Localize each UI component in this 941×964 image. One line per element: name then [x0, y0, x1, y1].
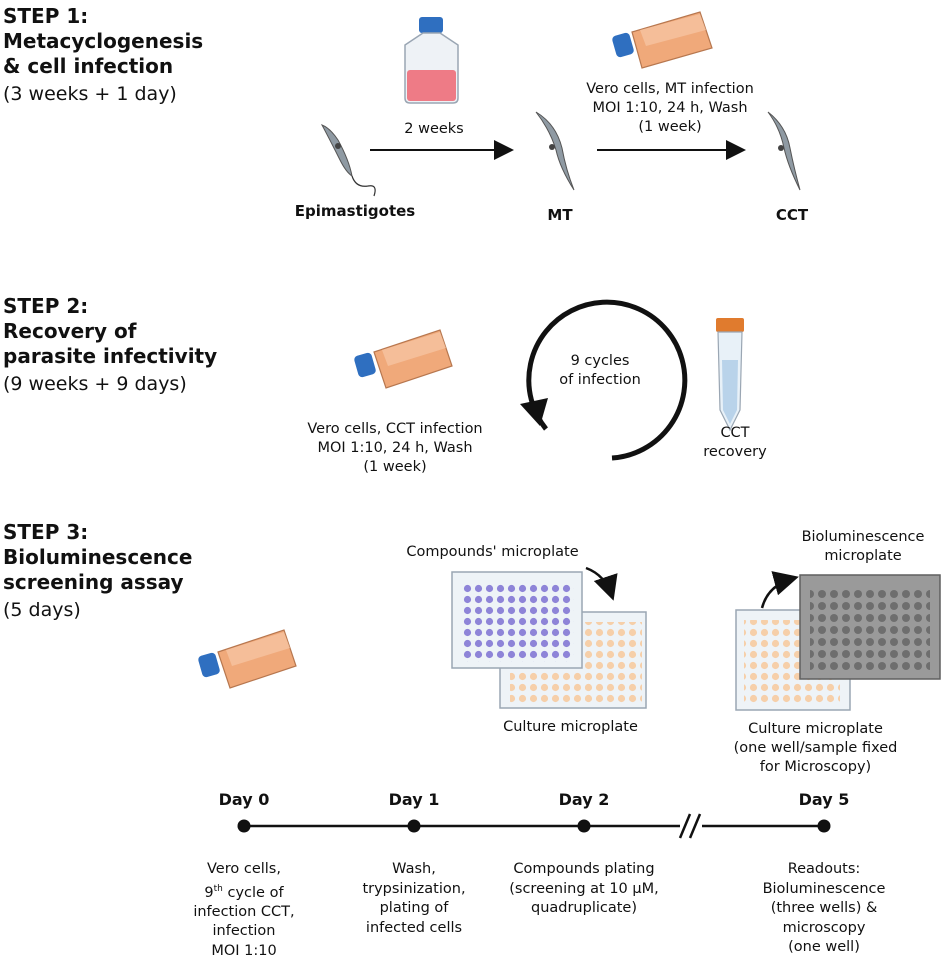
culture-microplate-label: Culture microplate: [503, 719, 638, 735]
step1-title-line2: Metacyclogenesis: [3, 29, 204, 53]
culture-flask-icon: [612, 11, 713, 69]
timeline-day5-description: Readouts: Bioluminescence (three wells) …: [754, 860, 894, 958]
metacyclic-trypomastigote-icon: [535, 111, 575, 191]
step1-arrow1-label: 2 weeks: [404, 121, 464, 137]
cct-recovery-line1: CCT: [720, 425, 750, 441]
compounds-microplate-graphic: [451, 571, 583, 669]
timeline-day5-label: Day 5: [798, 790, 850, 809]
step3-duration: (5 days): [3, 599, 81, 621]
day0-desc-line: infection: [212, 923, 276, 940]
biolum-label-line1: Bioluminescence: [801, 529, 925, 545]
stage-epimastigotes-label: Epimastigotes: [294, 202, 416, 220]
cct-recovery-label: CCT recovery: [690, 424, 780, 462]
day0-desc-line: Vero cells,: [207, 861, 281, 877]
cycle-label: 9 cycles of infection: [545, 352, 655, 390]
timeline-dot-day1: [407, 819, 421, 833]
compounds-microplate-label: Compounds' microplate: [406, 544, 579, 560]
culture2-label-line1: Culture microplate: [748, 721, 883, 737]
culture2-label-line2: (one well/sample fixed: [733, 740, 898, 756]
timeline: [237, 812, 831, 840]
timeline-day2-label: Day 2: [558, 790, 610, 809]
step2-duration: (9 weeks + 9 days): [3, 373, 187, 395]
step3-title-line1: STEP 3:: [3, 520, 89, 544]
timeline-day0-label: Day 0: [218, 790, 270, 809]
step3-title-line3: screening assay: [3, 570, 184, 594]
stage-cct-label: CCT: [775, 206, 809, 224]
day0-desc-line: 9th cycle of: [164, 880, 324, 903]
infection-cycle-icon: [520, 299, 688, 461]
ordinal-suffix: th: [213, 883, 223, 894]
step2-title-line3: parasite infectivity: [3, 344, 218, 368]
culture-flask-icon: [198, 629, 297, 689]
day2-desc-line: Compounds plating: [513, 861, 655, 877]
day5-desc-line: Readouts:: [787, 861, 861, 877]
day0-desc-line: MOI 1:10: [211, 942, 277, 959]
day1-desc-line: trypsinization,: [362, 880, 466, 897]
step2-infection-line3: (1 week): [363, 459, 427, 475]
step1-duration: (3 weeks + 1 day): [3, 83, 177, 105]
timeline-day0-description: Vero cells, 9th cycle of infection CCT, …: [164, 860, 324, 961]
day1-desc-line: infected cells: [365, 919, 463, 936]
cycle-label-line2: of infection: [559, 372, 641, 388]
culture2-label-line3: for Microscopy): [759, 759, 872, 775]
culture-microplate-2-label: Culture microplate (one well/sample fixe…: [718, 720, 913, 777]
day0-desc-line: infection CCT,: [193, 903, 295, 920]
step1-infection-line1: Vero cells, MT infection: [586, 81, 754, 97]
day5-desc-line: Bioluminescence: [762, 880, 886, 897]
timeline-day1-label: Day 1: [388, 790, 440, 809]
axis-break-icon: [678, 813, 692, 839]
day5-desc-line: microscopy: [782, 919, 866, 936]
day1-desc-line: Wash,: [392, 861, 436, 877]
step2-infection-line2: MOI 1:10, 24 h, Wash: [317, 440, 473, 456]
ordinal-rest: cycle of: [222, 884, 284, 901]
centrifuge-tube-icon: [716, 318, 744, 432]
step2-title: STEP 2: Recovery of parasite infectivity: [3, 294, 217, 369]
day5-desc-line: (one well): [788, 939, 860, 955]
day5-desc-line: (three wells) &: [770, 900, 878, 916]
ordinal-number: 9: [204, 884, 214, 901]
biolum-label-line2: microplate: [824, 548, 902, 564]
day1-desc-line: plating of: [379, 900, 449, 916]
step1-title: STEP 1: Metacyclogenesis & cell infectio…: [3, 4, 203, 79]
transfer-arrow: [760, 571, 799, 609]
step1-infection-label: Vero cells, MT infection MOI 1:10, 24 h,…: [565, 80, 775, 137]
timeline-day1-description: Wash, trypsinization, plating of infecte…: [344, 860, 484, 938]
culture-bottle-icon: [404, 17, 459, 104]
cct-recovery-line2: recovery: [703, 444, 767, 460]
day2-desc-line: (screening at 10 µM,: [509, 880, 659, 897]
timeline-dot-day5: [817, 819, 831, 833]
step3-title: STEP 3: Bioluminescence screening assay: [3, 520, 192, 595]
transfer-arrow: [585, 566, 618, 601]
timeline-dot-day0: [237, 819, 251, 833]
culture-flask-icon: [354, 329, 453, 389]
step1-infection-line3: (1 week): [638, 119, 702, 135]
cell-culture-trypomastigote-icon: [767, 111, 801, 191]
step2-title-line2: Recovery of: [3, 319, 137, 343]
step1-title-line1: STEP 1:: [3, 4, 89, 28]
bioluminescence-microplate-label: Bioluminescence microplate: [788, 528, 938, 566]
epimastigote-parasite-icon: [320, 124, 376, 197]
step1-infection-line2: MOI 1:10, 24 h, Wash: [592, 100, 748, 116]
cycle-label-line1: 9 cycles: [570, 353, 630, 369]
step3-title-line2: Bioluminescence: [3, 545, 193, 569]
stage-mt-label: MT: [547, 206, 573, 224]
timeline-day2-description: Compounds plating (screening at 10 µM, q…: [494, 860, 674, 919]
day2-desc-line: quadruplicate): [530, 900, 638, 916]
bioluminescence-microplate-graphic: [799, 574, 941, 680]
step2-infection-line1: Vero cells, CCT infection: [307, 421, 483, 437]
step1-title-line3: & cell infection: [3, 54, 174, 78]
timeline-dot-day2: [577, 819, 591, 833]
step2-infection-label: Vero cells, CCT infection MOI 1:10, 24 h…: [290, 420, 500, 477]
step2-title-line1: STEP 2:: [3, 294, 89, 318]
